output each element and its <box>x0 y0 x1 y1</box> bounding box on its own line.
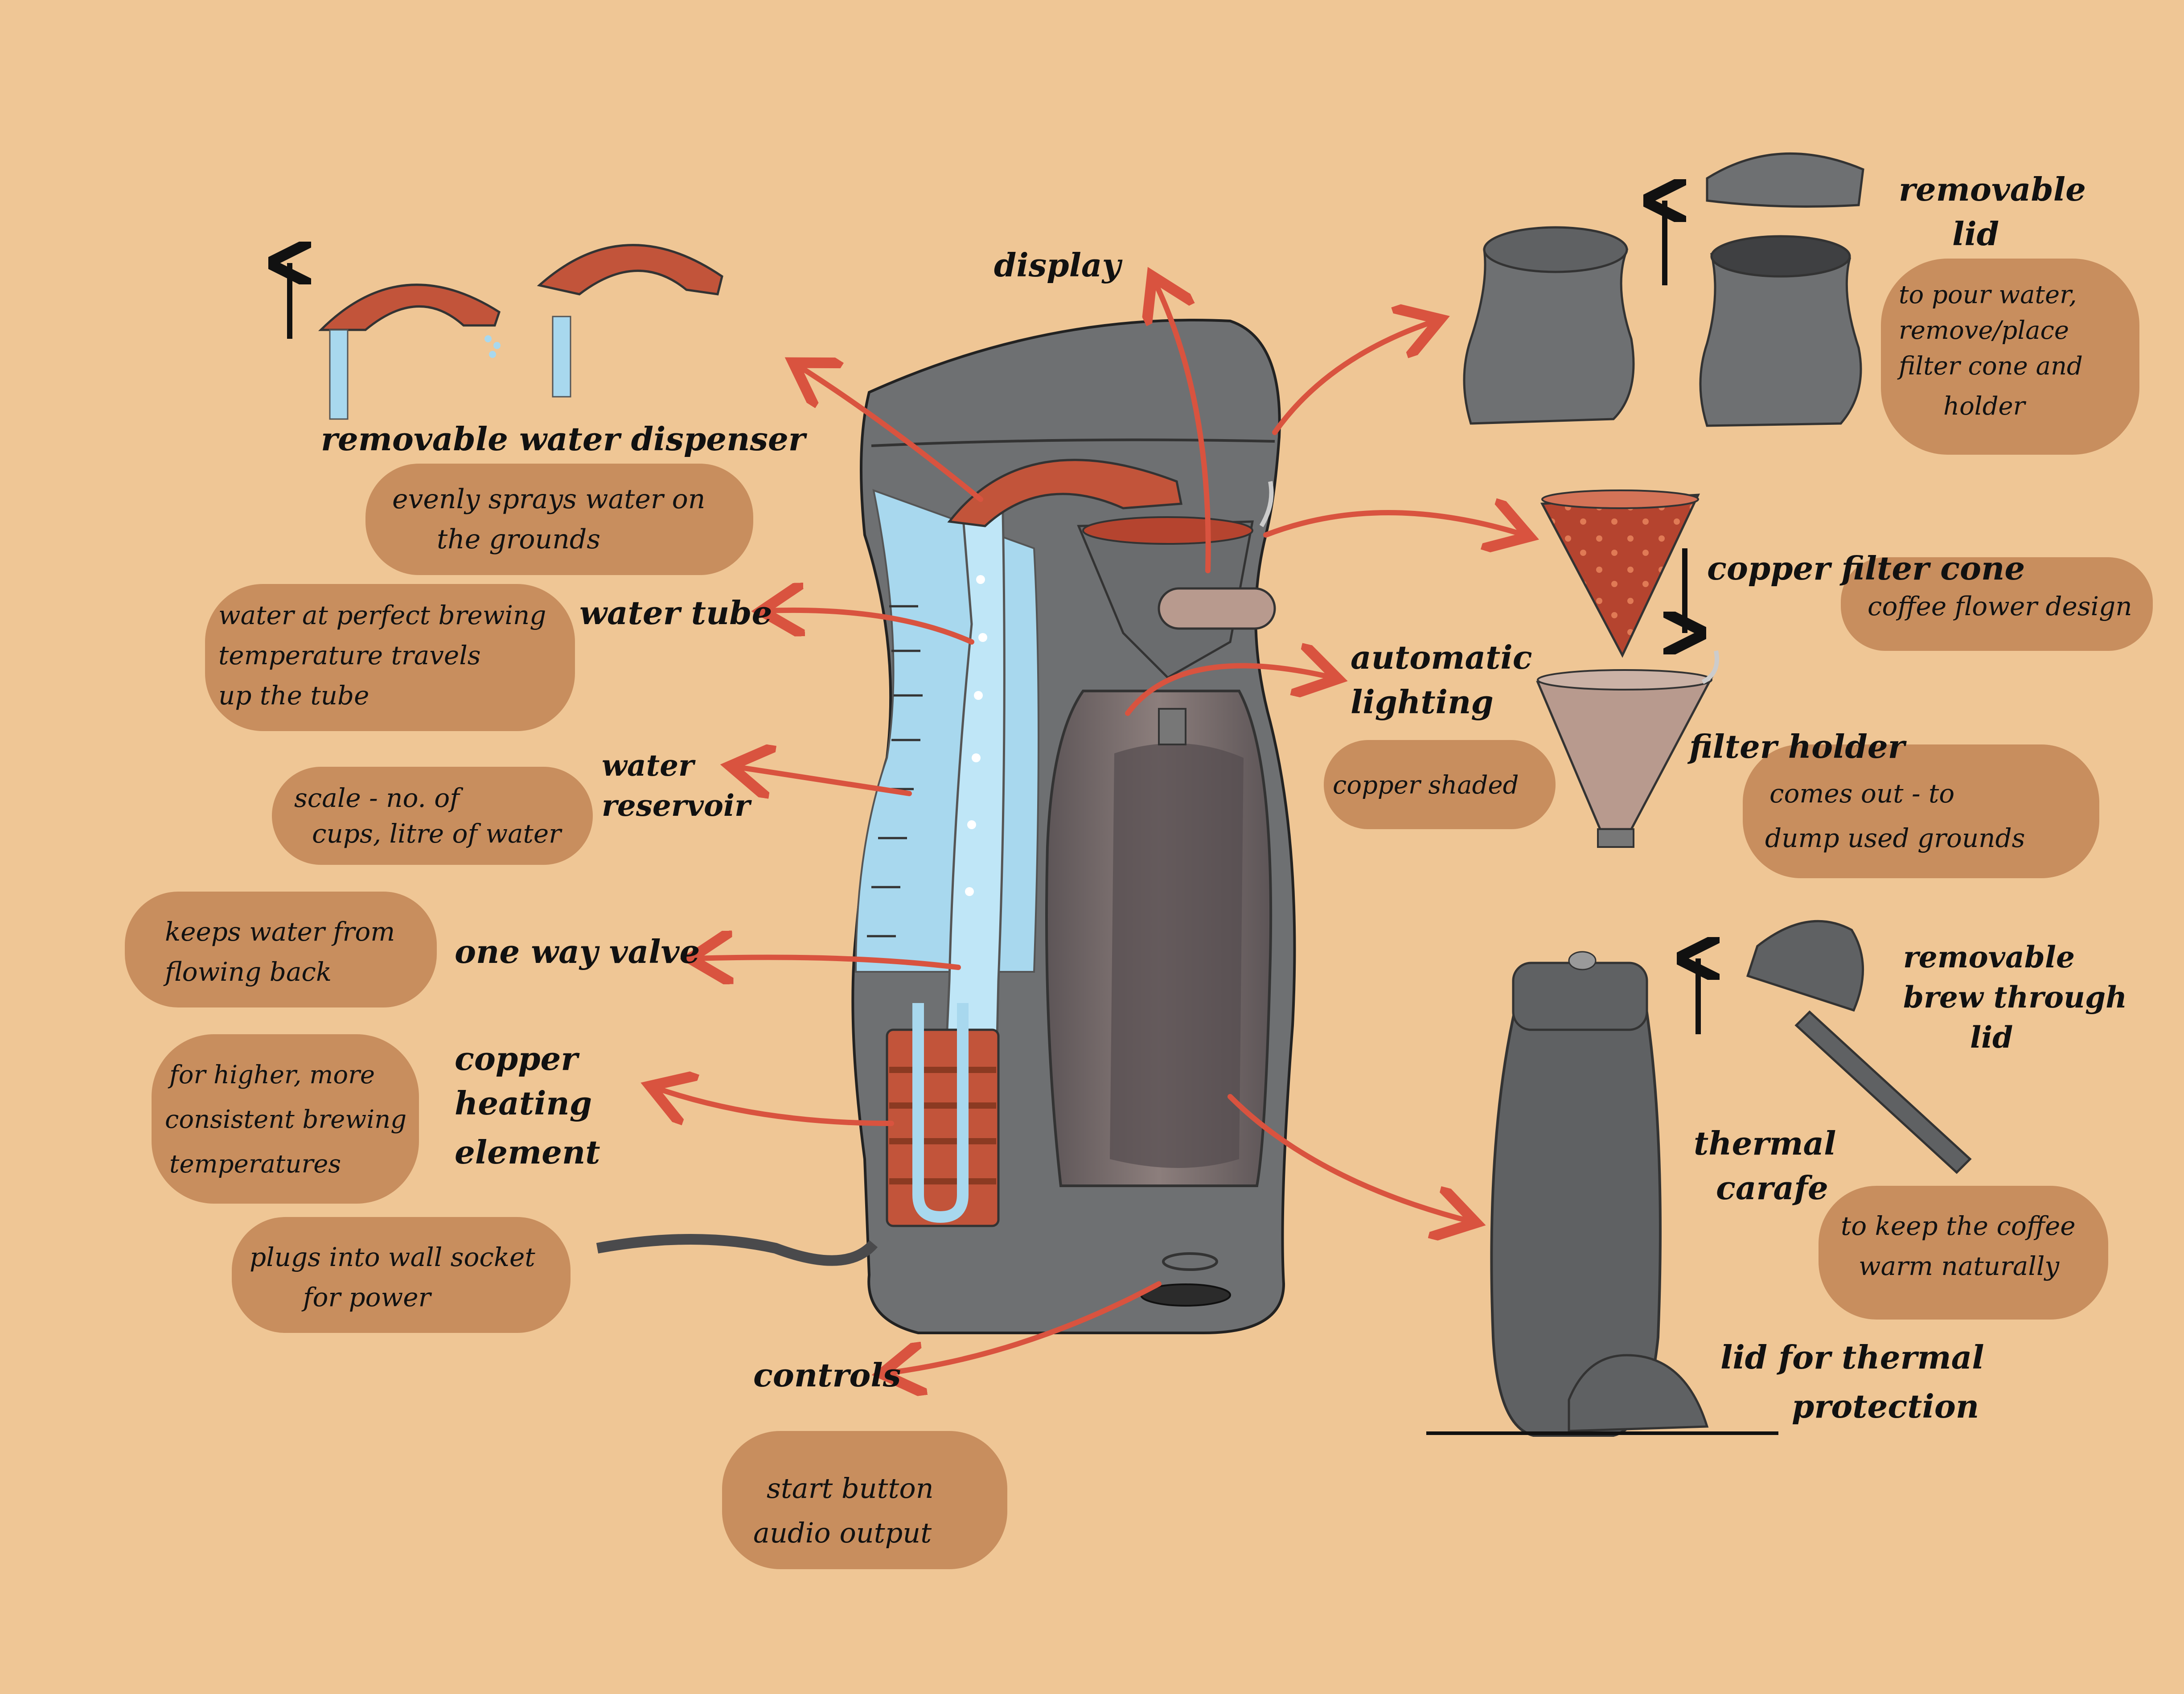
note-lighting-1: copper shaded <box>1333 771 1519 800</box>
note-reservoir-1: scale - no. of <box>294 783 464 813</box>
note-lid-4: holder <box>1943 392 2027 421</box>
label-brew-lid-2: brew through <box>1903 980 2127 1015</box>
note-dispenser-1: evenly sprays water on <box>392 484 705 515</box>
filter-top-view <box>1083 517 1252 544</box>
note-tube-1: water at perfect brewing <box>218 600 546 630</box>
note-lid-1: to pour water, <box>1899 280 2077 309</box>
note-lid-3: filter cone and <box>1897 352 2083 381</box>
note-reservoir-2: cups, litre of water <box>312 818 562 849</box>
note-controls-2: audio output <box>753 1517 932 1549</box>
label-automatic-lighting-2: lighting <box>1351 683 1494 721</box>
note-heating-2: consistent brewing <box>165 1105 406 1134</box>
note-power-1: plugs into wall socket <box>250 1242 535 1272</box>
label-water-reservoir-1: water <box>602 748 696 783</box>
label-heating-3: element <box>455 1133 600 1171</box>
label-heating-2: heating <box>455 1084 592 1122</box>
label-brew-lid-3: lid <box>1970 1020 2013 1055</box>
note-tube-2: temperature travels <box>218 640 481 670</box>
note-tube-3: up the tube <box>218 680 369 711</box>
label-thermal-lid-1: lid for thermal <box>1720 1338 1984 1376</box>
label-water-dispenser: removable water dispenser <box>321 420 808 458</box>
label-thermal-lid-2: protection <box>1792 1387 1979 1425</box>
label-thermal-carafe-1: thermal <box>1694 1124 1836 1162</box>
label-brew-lid-1: removable <box>1903 940 2075 974</box>
note-cone-1: coffee flower design <box>1868 591 2132 621</box>
label-copper-filter-cone: copper filter cone <box>1707 549 2025 587</box>
label-water-reservoir-2: reservoir <box>602 788 752 823</box>
note-valve-2: flowing back <box>163 957 332 987</box>
note-holder-1: comes out - to <box>1769 778 1954 809</box>
automatic-lighting <box>1159 588 1275 629</box>
label-controls: controls <box>753 1356 901 1394</box>
note-heating-3: temperatures <box>169 1150 341 1179</box>
note-heating-1: for higher, more <box>168 1061 375 1090</box>
carafe-inside <box>1110 743 1244 1168</box>
label-thermal-carafe-2: carafe <box>1716 1169 1828 1207</box>
note-carafe-2: warm naturally <box>1859 1251 2060 1281</box>
label-display: display <box>994 246 1123 284</box>
label-filter-holder: filter holder <box>1687 728 1907 765</box>
note-dispenser-2: the grounds <box>437 524 600 555</box>
label-heating-1: copper <box>455 1040 580 1077</box>
note-power-2: for power <box>301 1282 432 1312</box>
note-controls-1: start button <box>767 1472 934 1505</box>
label-removable-lid-2: lid <box>1952 215 1999 253</box>
label-removable-lid-1: removable <box>1899 170 2086 208</box>
note-valve-1: keeps water from <box>165 917 395 947</box>
label-automatic-lighting-1: automatic <box>1351 638 1532 676</box>
drip-nozzle <box>1159 709 1186 744</box>
label-one-way-valve: one way valve <box>455 933 700 970</box>
note-holder-2: dump used grounds <box>1765 823 2025 853</box>
note-carafe-1: to keep the coffee <box>1841 1211 2076 1241</box>
label-water-tube: water tube <box>579 594 772 632</box>
heating-element <box>887 1030 998 1226</box>
note-lid-2: remove/place <box>1899 316 2069 345</box>
